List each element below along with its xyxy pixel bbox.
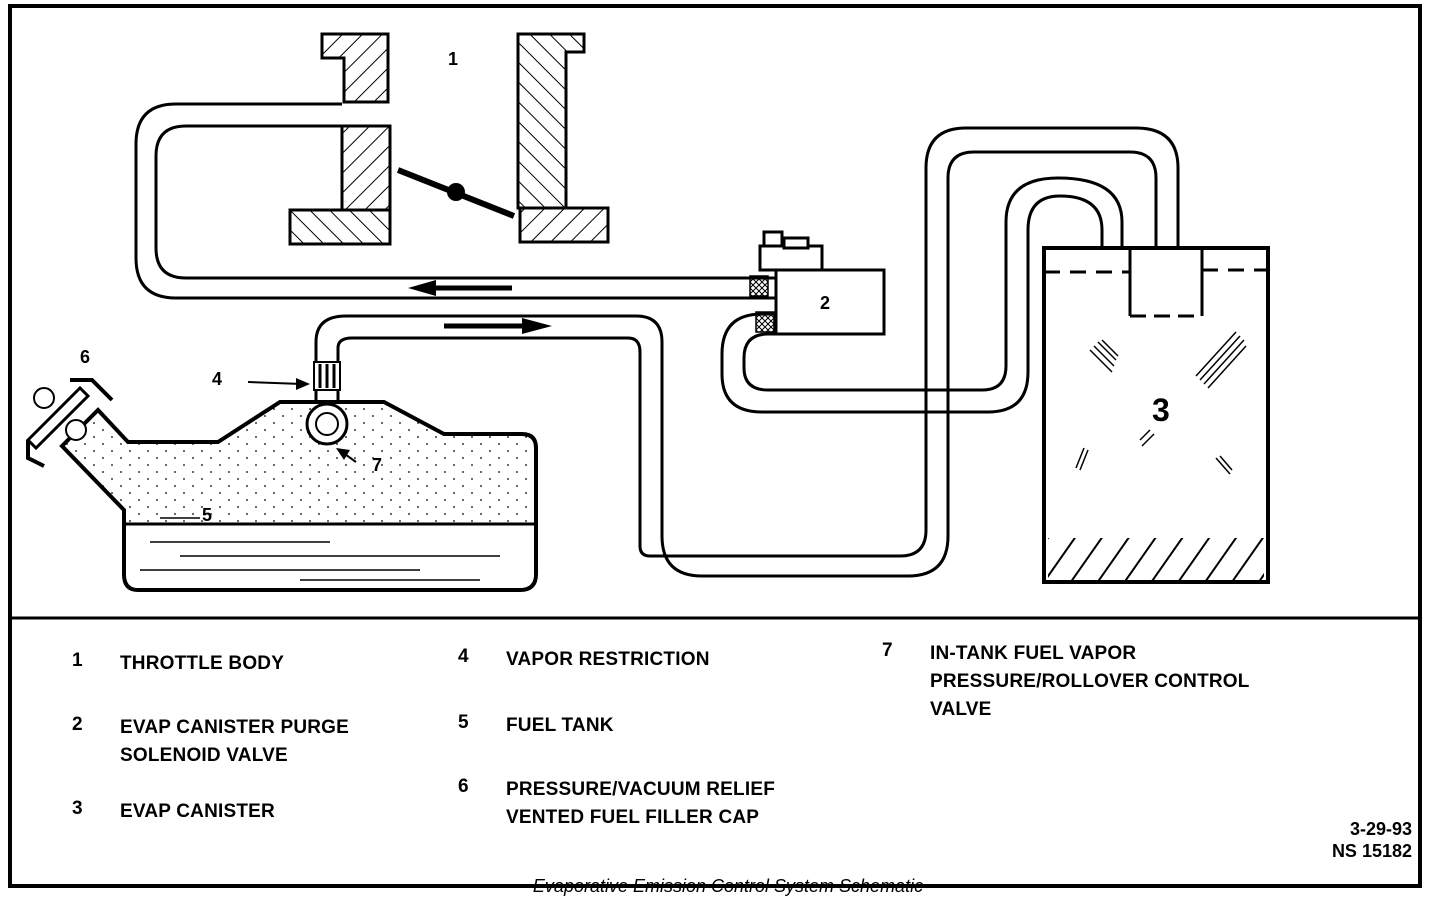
legend-item: 2 EVAP CANISTER PURGE SOLENOID VALVE bbox=[72, 714, 349, 770]
flow-arrow-right bbox=[444, 318, 552, 334]
legend-item: 1 THROTTLE BODY bbox=[72, 650, 284, 678]
rollover-control-valve bbox=[305, 390, 357, 463]
callout-2: 2 bbox=[820, 293, 831, 313]
legend-label: FUEL TANK bbox=[506, 715, 614, 736]
callout-7: 7 bbox=[372, 455, 383, 475]
legend-number: 2 bbox=[72, 714, 83, 735]
legend-label: EVAP CANISTER bbox=[120, 801, 275, 822]
reference-block: 3-29-93 NS 15182 bbox=[1270, 818, 1412, 862]
legend-item: 7 IN-TANK FUEL VAPOR PRESSURE/ROLLOVER C… bbox=[882, 640, 1250, 724]
legend-number: 3 bbox=[72, 798, 83, 819]
fuel-tank bbox=[59, 400, 538, 592]
legend-number: 5 bbox=[458, 712, 469, 733]
legend-number: 7 bbox=[882, 640, 893, 661]
callout-3: 3 bbox=[1152, 392, 1170, 428]
legend-label: PRESSURE/VACUUM RELIEF VENTED FUEL FILLE… bbox=[506, 779, 776, 828]
purge-hose bbox=[134, 102, 776, 300]
legend-label: VAPOR RESTRICTION bbox=[506, 649, 710, 670]
callout-5: 5 bbox=[202, 505, 213, 525]
legend-item: 4 VAPOR RESTRICTION bbox=[458, 646, 710, 674]
throttle-shaft bbox=[447, 183, 465, 201]
callout-4: 4 bbox=[212, 369, 223, 389]
vapor-hose-solenoid-to-canister bbox=[720, 176, 1124, 414]
legend-number: 6 bbox=[458, 776, 469, 797]
evap-canister bbox=[1042, 246, 1270, 584]
legend-item: 3 EVAP CANISTER bbox=[72, 798, 275, 826]
vapor-hose-tank-to-canister bbox=[314, 314, 950, 578]
legend-item: 6 PRESSURE/VACUUM RELIEF VENTED FUEL FIL… bbox=[458, 776, 775, 832]
legend-item: 5 FUEL TANK bbox=[458, 712, 614, 740]
fuel-filler-cap bbox=[25, 378, 114, 468]
legend-number: 1 bbox=[72, 650, 83, 671]
legend-number: 4 bbox=[458, 646, 469, 667]
throttle-body bbox=[288, 32, 610, 246]
legend-label: THROTTLE BODY bbox=[120, 653, 285, 674]
outer-border bbox=[8, 4, 1422, 888]
purge-solenoid bbox=[758, 230, 886, 336]
vapor-hose-canister-loop bbox=[924, 126, 1180, 410]
legend-label: IN-TANK FUEL VAPOR PRESSURE/ROLLOVER CON… bbox=[930, 643, 1250, 720]
flow-arrow-left bbox=[408, 280, 512, 296]
legend-label: EVAP CANISTER PURGE SOLENOID VALVE bbox=[120, 717, 350, 766]
figure-caption: Evaporative Emission Control System Sche… bbox=[532, 876, 924, 896]
callout-6: 6 bbox=[80, 347, 91, 367]
reference-code: NS 15182 bbox=[1331, 841, 1412, 861]
vapor-restriction bbox=[247, 361, 341, 391]
reference-date: 3-29-93 bbox=[1349, 819, 1412, 839]
callout-1: 1 bbox=[448, 49, 459, 69]
